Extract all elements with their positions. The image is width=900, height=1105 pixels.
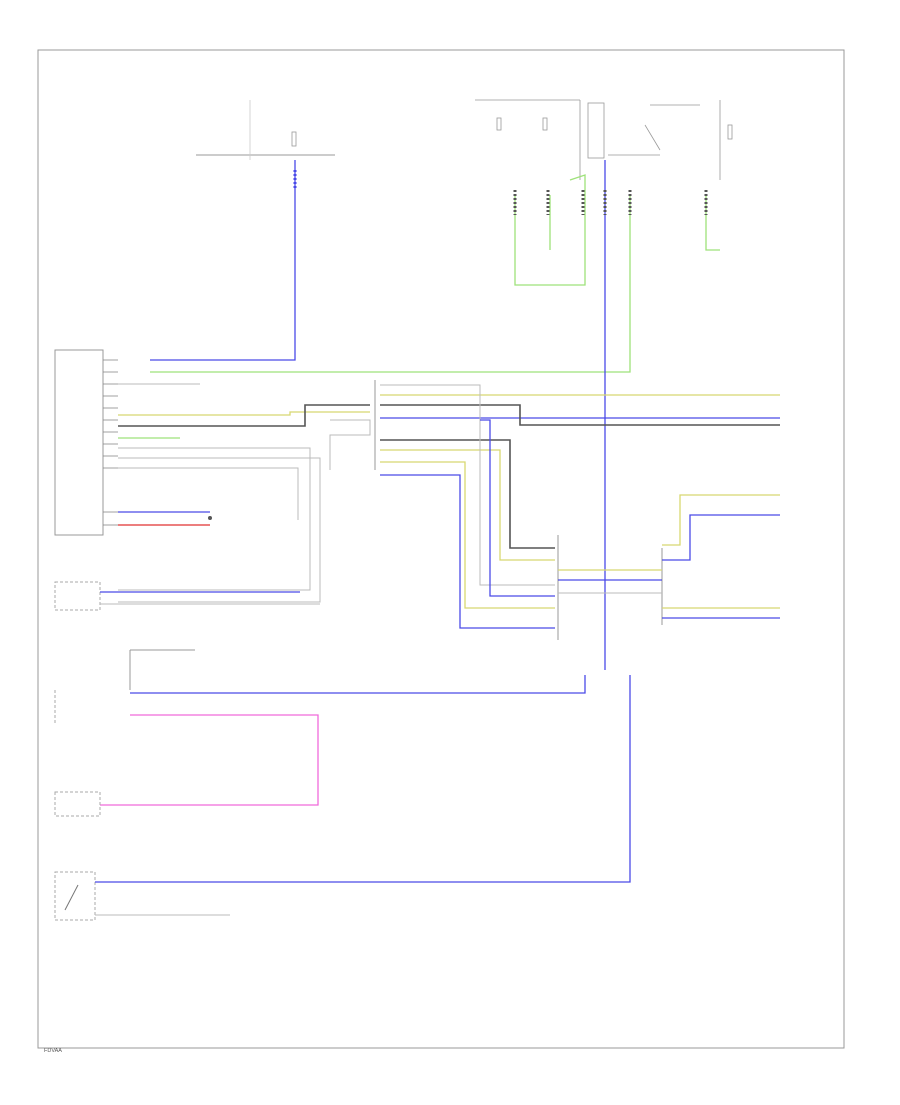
accessory-protocol-module bbox=[557, 535, 663, 640]
backup-lamp-switch bbox=[54, 871, 96, 921]
wire-yellow-down bbox=[380, 449, 555, 561]
splice-dot bbox=[208, 516, 212, 520]
wire-green-right-fuse bbox=[705, 195, 720, 251]
wire-yellow-down-2 bbox=[380, 461, 555, 609]
corner-code: FDVAA bbox=[44, 1048, 62, 1054]
wire-pink-pcm-transmission bbox=[100, 714, 319, 806]
transmission-range-sensor bbox=[54, 791, 101, 817]
wire-grey-bcm-loop2 bbox=[118, 457, 321, 603]
wire-blue-backup-switch bbox=[95, 675, 631, 883]
diagram-frame bbox=[37, 49, 845, 1049]
wire-dark-down bbox=[380, 439, 555, 549]
wire-dark-bcm bbox=[118, 404, 370, 427]
powertrain-control-module bbox=[54, 649, 195, 725]
wire-blue-fuse-to-bcm bbox=[150, 160, 296, 361]
top-left-fuse-block bbox=[196, 100, 335, 160]
wire-grey-center bbox=[329, 419, 371, 470]
bcm-pin-stubs bbox=[103, 359, 118, 526]
wire-yellow-radio bbox=[662, 494, 780, 546]
wire-yellow-bcm bbox=[118, 411, 370, 416]
connector-stubs-top bbox=[513, 190, 708, 215]
wire-grey-bcm-loop1 bbox=[118, 447, 311, 591]
wire-grey-down bbox=[380, 384, 555, 586]
wire-blue-down bbox=[480, 419, 555, 597]
wire-blue-pcm bbox=[130, 675, 586, 694]
wire-grey-bcm-3 bbox=[118, 467, 299, 520]
wire-blue-radio bbox=[662, 514, 780, 561]
wire-dark-horizontal bbox=[380, 404, 780, 426]
body-control-module bbox=[54, 349, 104, 536]
wire-blue-down-2 bbox=[380, 474, 555, 629]
wire-green-to-bcm bbox=[150, 195, 631, 373]
interior-lamp-module bbox=[54, 581, 101, 611]
top-right-fuse-block bbox=[475, 99, 733, 180]
wire-green-power-dist-loop bbox=[514, 174, 586, 286]
